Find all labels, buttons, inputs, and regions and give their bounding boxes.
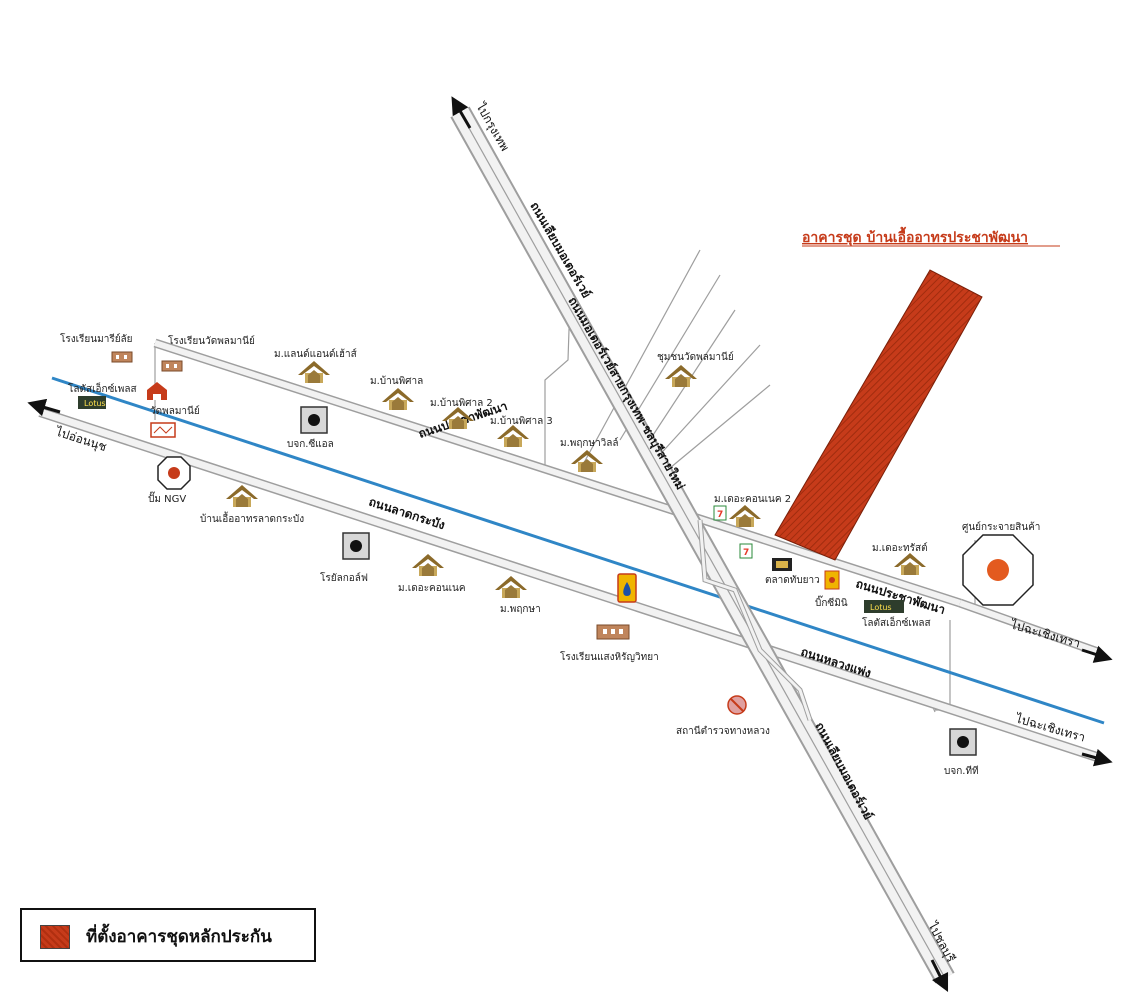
road-latkrabang bbox=[38, 407, 1102, 763]
house-icon bbox=[729, 505, 761, 527]
police-icon bbox=[727, 695, 747, 715]
distribution-center-icon bbox=[962, 534, 1034, 606]
store-icon bbox=[864, 600, 904, 613]
label-the-connect-2: ม.เดอะคอนเนค 2 bbox=[714, 494, 791, 505]
label-wat-phon: วัดพลมานีย์ bbox=[150, 405, 200, 417]
label-baan-pisan-3: ม.บ้านพิศาล 3 bbox=[490, 415, 553, 427]
arrow-icon bbox=[930, 959, 949, 993]
factory-icon bbox=[150, 422, 176, 438]
school-icon bbox=[596, 624, 630, 640]
house-icon bbox=[894, 553, 926, 575]
legend-swatch bbox=[40, 925, 70, 949]
house-icon bbox=[226, 485, 258, 507]
seven-eleven-icon: 7 bbox=[739, 543, 753, 559]
label-distribution: ศูนย์กระจายสินค้า bbox=[962, 521, 1040, 533]
label-lotus-express-east: โลตัสเอ็กซ์เพลส bbox=[862, 615, 931, 629]
house-icon bbox=[382, 388, 414, 410]
factory-icon bbox=[949, 728, 977, 756]
school-icon bbox=[111, 351, 133, 363]
direction-arrows bbox=[27, 96, 1113, 993]
label-chumchon-wat: ชุมชนวัดพลมานีย์ bbox=[657, 351, 734, 363]
label-preuksa: ม.พฤกษา bbox=[500, 604, 541, 615]
label-police: สถานีตำรวจทางหลวง bbox=[676, 725, 770, 737]
label-market: ตลาดทับยาว bbox=[765, 575, 820, 586]
school-icon bbox=[161, 360, 183, 372]
label-baan-latkrabang: บ้านเอื้ออาทรลาดกระบัง bbox=[200, 511, 304, 525]
fuel-pump-icon bbox=[617, 573, 637, 603]
road-prachapattana bbox=[153, 338, 1100, 657]
label-school-saengsri: โรงเรียนแสงหิรัญวิทยา bbox=[560, 650, 659, 663]
label-preuksa-ville: ม.พฤกษาวิลล์ bbox=[560, 437, 619, 449]
temple-icon bbox=[147, 382, 167, 400]
svg-text:7: 7 bbox=[743, 548, 749, 558]
label-the-trust: ม.เดอะทรัสต์ bbox=[872, 542, 928, 554]
collateral-building bbox=[774, 269, 983, 561]
seven-eleven-icon: 7 bbox=[713, 505, 727, 521]
factory-icon bbox=[342, 532, 370, 560]
label-the-connect: ม.เดอะคอนเนค bbox=[398, 583, 466, 594]
house-icon bbox=[571, 450, 603, 472]
legend-label: ที่ตั้งอาคารชุดหลักประกัน bbox=[86, 927, 272, 947]
house-icon bbox=[497, 425, 529, 447]
house-icon bbox=[665, 365, 697, 387]
gas-station-icon bbox=[157, 456, 191, 490]
lotus-logo-west: Lotus bbox=[84, 399, 106, 408]
svg-text:7: 7 bbox=[717, 510, 723, 520]
house-icon bbox=[412, 554, 444, 576]
label-school-wat-phon: โรงเรียนวัดพลมานีย์ bbox=[168, 334, 255, 347]
road-motorway bbox=[450, 106, 955, 984]
label-scl: บจก.ซีแอล bbox=[287, 438, 334, 450]
label-school-maria: โรงเรียนมารีย์ลัย bbox=[60, 332, 133, 345]
label-ktt: บจก.ทีที bbox=[944, 765, 979, 777]
label-baan-pisan: ม.บ้านพิศาล bbox=[370, 375, 423, 387]
factory-icon bbox=[300, 406, 328, 434]
label-land-and-house: ม.แลนด์แอนด์เฮ้าส์ bbox=[274, 348, 357, 360]
house-icon bbox=[298, 361, 330, 383]
direction-label-chachoengsao-1: ไปฉะเชิงเทรา bbox=[1008, 617, 1082, 650]
house-icon bbox=[495, 576, 527, 598]
label-royal-golf: โรยัลกอล์ฟ bbox=[320, 571, 368, 584]
arrow-icon bbox=[1081, 645, 1113, 663]
arrow-icon bbox=[1081, 748, 1113, 767]
arrow-icon bbox=[27, 398, 61, 417]
canal-line bbox=[51, 376, 1105, 725]
map-title: อาคารชุด บ้านเอื้ออาทรประชาพัฒนา bbox=[802, 226, 1028, 246]
store-icon bbox=[824, 570, 840, 590]
label-lotus-express-west: โลตัสเอ็กซ์เพลส bbox=[68, 381, 137, 395]
lotus-logo-east: Lotus bbox=[870, 603, 892, 612]
store-icon bbox=[78, 396, 106, 409]
arrow-icon bbox=[451, 96, 472, 129]
label-big-c: บิ๊กซีมินิ bbox=[815, 595, 848, 609]
label-baan-pisan-2: ม.บ้านพิศาล 2 bbox=[430, 397, 493, 409]
label-ngv: ปั๊ม NGV bbox=[148, 491, 186, 505]
map-legend: ที่ตั้งอาคารชุดหลักประกัน bbox=[20, 908, 316, 962]
